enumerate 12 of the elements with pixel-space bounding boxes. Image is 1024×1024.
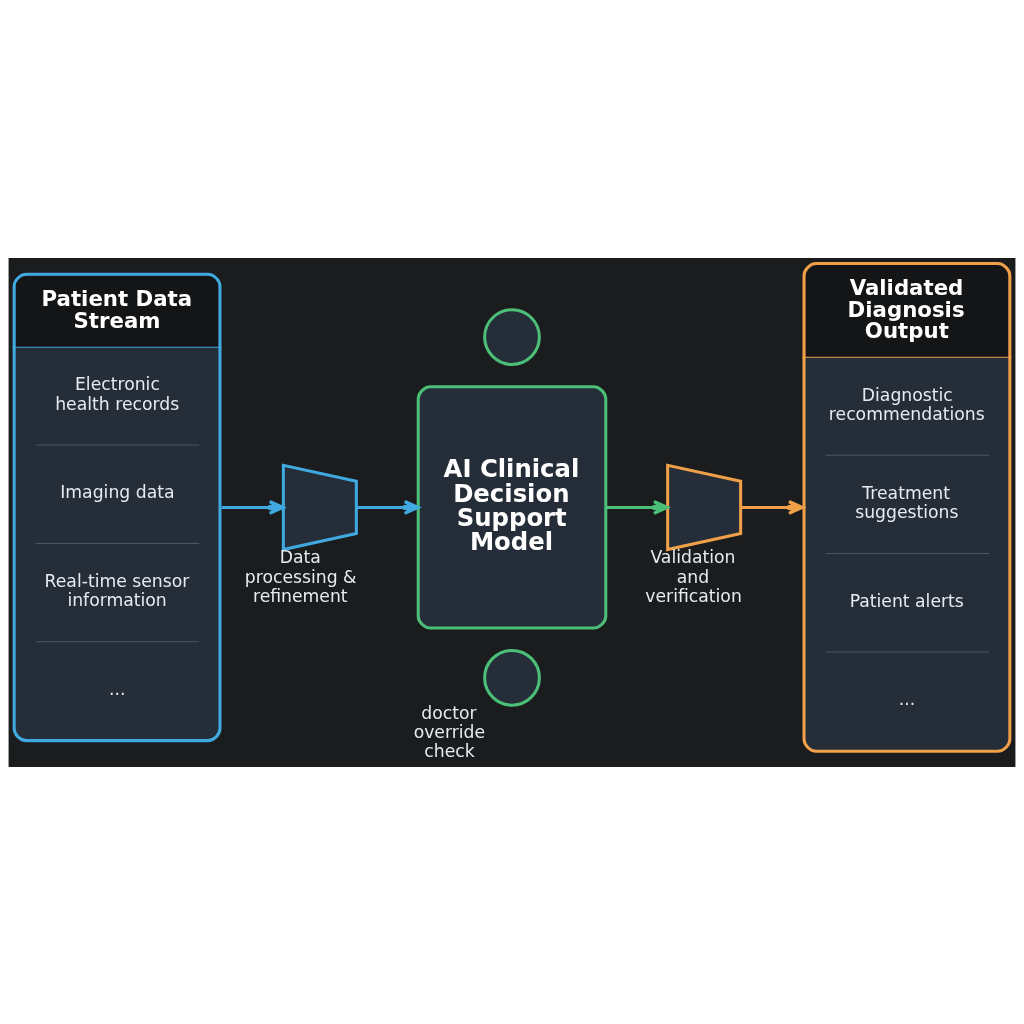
- node-trapezoid: [281, 462, 358, 551]
- node-label: Data processing & refinement: [244, 546, 357, 606]
- node-circle: [483, 648, 541, 707]
- arrow: [605, 499, 669, 515]
- arrow: [221, 499, 285, 515]
- node-circle: [483, 307, 541, 366]
- arrow: [741, 499, 804, 515]
- arrow: [356, 499, 420, 515]
- node-label: doctor override check: [413, 702, 486, 761]
- node-trapezoid: [666, 462, 743, 551]
- node-box: AI Clinical Decision Support Model: [416, 384, 608, 630]
- node-label: Validation and verification: [645, 546, 742, 606]
